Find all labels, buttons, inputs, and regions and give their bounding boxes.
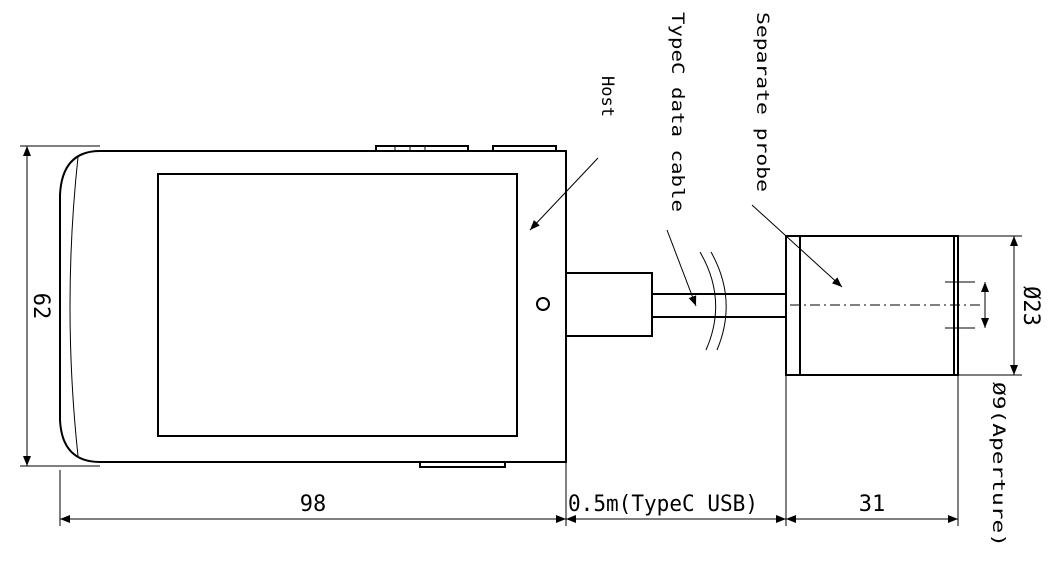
probe-label: Separate probe [752,12,772,192]
host-top-button-left [375,145,469,151]
host-screen [157,173,518,437]
probe-length-dimension-label: 31 [859,492,886,517]
host-side-curve [69,156,79,457]
aperture-dimension-label: Ø9(Aperture) [988,382,1008,547]
cable-break-mark-1 [699,251,717,351]
cable-break-mark-2 [710,251,727,351]
cable-length-dimension-label: 0.5m(TypeC USB) [568,492,758,517]
typec-cable [565,251,786,351]
cable-label: TypeC data cable [667,12,687,212]
host-device [59,145,567,468]
host-label: Host [597,76,617,117]
host-bottom-button [419,462,506,468]
height-dimension-label: 62 [28,293,53,320]
probe-diameter-dimension-label: Ø23 [1018,286,1043,326]
leader-lines [529,157,843,307]
host-top-button-right [492,145,557,151]
typec-connector [565,272,653,337]
separate-probe [785,235,982,376]
host-width-dimension-label: 98 [300,492,327,517]
dimension-lines [20,145,1022,526]
host-indicator-dot [536,297,550,311]
host-body-outline [59,150,567,463]
